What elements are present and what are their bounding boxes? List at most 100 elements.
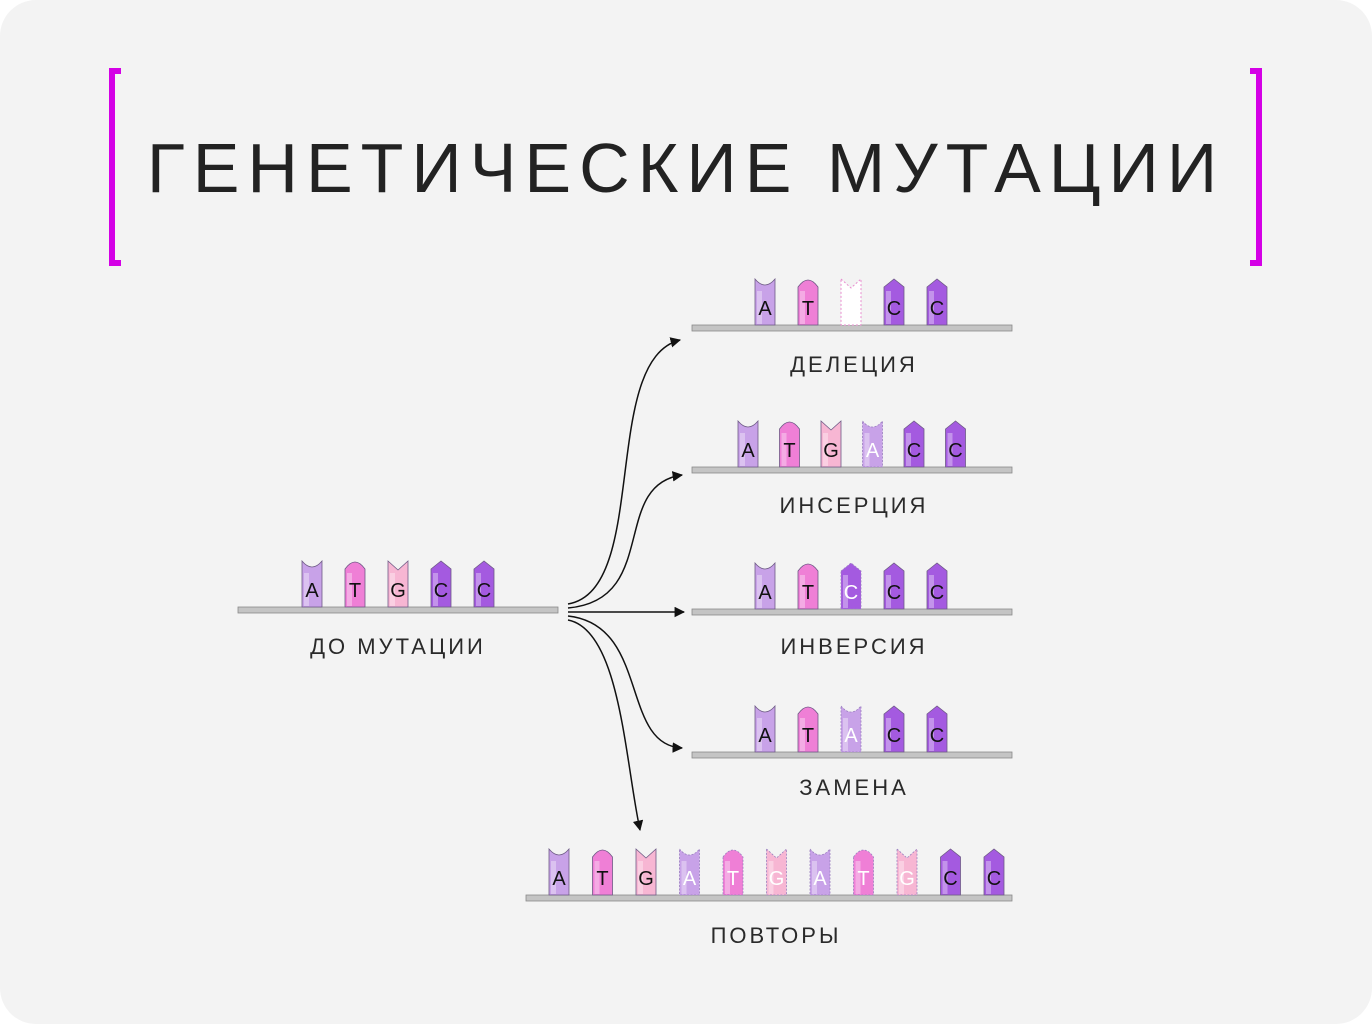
nucleotide-body	[754, 561, 776, 610]
right-bracket-decoration	[1250, 68, 1262, 266]
nucleotide-body	[853, 849, 874, 896]
insertion-label: ИНСЕРЦИЯ	[780, 493, 929, 518]
inversion-label: ИНВЕРСИЯ	[780, 634, 927, 659]
nucleotide-highlight	[886, 291, 891, 324]
nucleotide-T: T	[592, 849, 613, 896]
nucleotide-A: A	[754, 277, 776, 326]
nucleotide-highlight	[886, 718, 891, 751]
nucleotide-A: A	[301, 559, 323, 608]
nucleotide-C: C	[473, 560, 495, 608]
left-bracket-decoration	[109, 68, 121, 266]
nucleotide-letter: T	[783, 440, 795, 462]
nucleotide-letter: C	[887, 725, 901, 747]
nucleotide-letter: T	[727, 868, 739, 890]
nucleotide-highlight	[433, 573, 438, 606]
nucleotide-letter: T	[802, 298, 814, 320]
nucleotide-T: T	[853, 849, 874, 896]
nucleotide-letter: T	[349, 580, 361, 602]
nucleotide-body	[926, 562, 948, 610]
nucleotide-C: C	[926, 278, 948, 326]
nucleotide-body	[679, 847, 700, 896]
nucleotide-C: C	[940, 848, 961, 896]
nucleotide-T: T	[722, 849, 744, 896]
nucleotide-C: C	[430, 560, 452, 608]
nucleotide-body	[387, 560, 409, 608]
repeats-label: ПОВТОРЫ	[711, 923, 842, 948]
nucleotide-highlight	[800, 291, 805, 324]
nucleotide-highlight	[757, 575, 762, 608]
nucleotide-body	[840, 704, 862, 753]
nucleotide-highlight	[942, 861, 948, 894]
arrows-group	[567, 337, 686, 832]
nucleotide-highlight	[886, 575, 891, 608]
nucleotide-letter: G	[769, 868, 785, 890]
nucleotide-body	[820, 420, 842, 468]
nucleotide-A: A	[840, 704, 862, 753]
nucleotide-A: A	[754, 704, 776, 753]
nucleotide-letter: G	[823, 440, 839, 462]
nucleotide-A: A	[548, 847, 570, 896]
nucleotide-A: A	[809, 847, 831, 896]
nucleotide-highlight	[551, 861, 556, 894]
nucleotide-G: G	[766, 848, 787, 896]
nucleotide-highlight	[740, 433, 745, 466]
nucleotide-letter: C	[948, 440, 962, 462]
nucleotide-letter: C	[930, 298, 944, 320]
nucleotide-body	[301, 559, 323, 608]
nucleotide-highlight	[781, 433, 787, 466]
nucleotide-highlight	[947, 433, 953, 466]
nucleotide-letter: A	[741, 440, 755, 462]
nucleotide-body	[903, 420, 925, 468]
nucleotide-body	[344, 561, 366, 608]
nucleotide-letter: C	[887, 582, 901, 604]
nucleotide-body	[473, 560, 495, 608]
nucleotide-body	[896, 848, 918, 896]
nucleotide-highlight	[757, 291, 762, 324]
nucleotide-highlight	[823, 433, 828, 466]
nucleotide-gap	[840, 277, 862, 326]
dna-strip	[237, 606, 559, 614]
nucleotide-highlight	[757, 718, 762, 751]
nucleotide-body	[766, 848, 787, 896]
nucleotide-body	[779, 421, 800, 468]
nucleotide-highlight	[843, 575, 848, 608]
nucleotide-highlight	[929, 718, 934, 751]
arrow-to-deletion	[567, 337, 682, 605]
nucleotide-letter: A	[844, 725, 858, 747]
nucleotide-body	[983, 848, 1005, 896]
nucleotide-highlight	[906, 433, 911, 466]
nucleotide-highlight	[800, 575, 805, 608]
nucleotide-T: T	[344, 561, 366, 608]
nucleotide-body	[926, 278, 948, 326]
nucleotide-C: C	[883, 705, 905, 753]
nucleotide-C: C	[903, 420, 925, 468]
nucleotide-body	[883, 562, 905, 610]
nucleotide-body	[840, 562, 862, 610]
nucleotide-G: G	[896, 848, 918, 896]
nucleotide-G: G	[387, 560, 409, 608]
nucleotide-highlight	[899, 861, 904, 894]
nucleotide-letter: C	[907, 440, 921, 462]
original-sequence: A T G C C ДО МУТАЦИИ	[237, 559, 559, 659]
nucleotide-T: T	[797, 279, 819, 326]
nucleotide-letter: C	[943, 868, 957, 890]
nucleotide-T: T	[797, 706, 819, 753]
nucleotide-body	[809, 847, 831, 896]
nucleotide-letter: C	[434, 580, 448, 602]
nucleotide-highlight	[725, 861, 730, 894]
nucleotide-letter: C	[987, 868, 1001, 890]
nucleotide-letter: G	[638, 868, 654, 890]
nucleotide-letter: T	[596, 868, 608, 890]
nucleotide-body	[945, 420, 966, 468]
arrow-to-substitution	[567, 615, 684, 753]
original-label: ДО МУТАЦИИ	[310, 634, 486, 659]
nucleotide-body	[797, 563, 819, 610]
nucleotide-highlight	[843, 718, 848, 751]
nucleotide-letter: A	[305, 580, 319, 602]
nucleotide-body	[737, 419, 759, 468]
nucleotide-highlight	[929, 291, 934, 324]
nucleotide-highlight	[812, 861, 817, 894]
arrow-to-insertion	[567, 471, 684, 609]
